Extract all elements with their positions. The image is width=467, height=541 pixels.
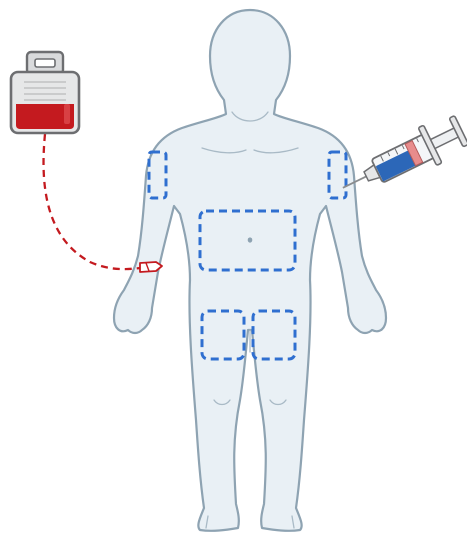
iv-bag	[11, 52, 79, 133]
iv-tubing	[44, 134, 140, 269]
bag-hanger-hole	[35, 59, 55, 67]
navel	[248, 237, 253, 242]
bag-fluid-highlight	[64, 104, 70, 124]
